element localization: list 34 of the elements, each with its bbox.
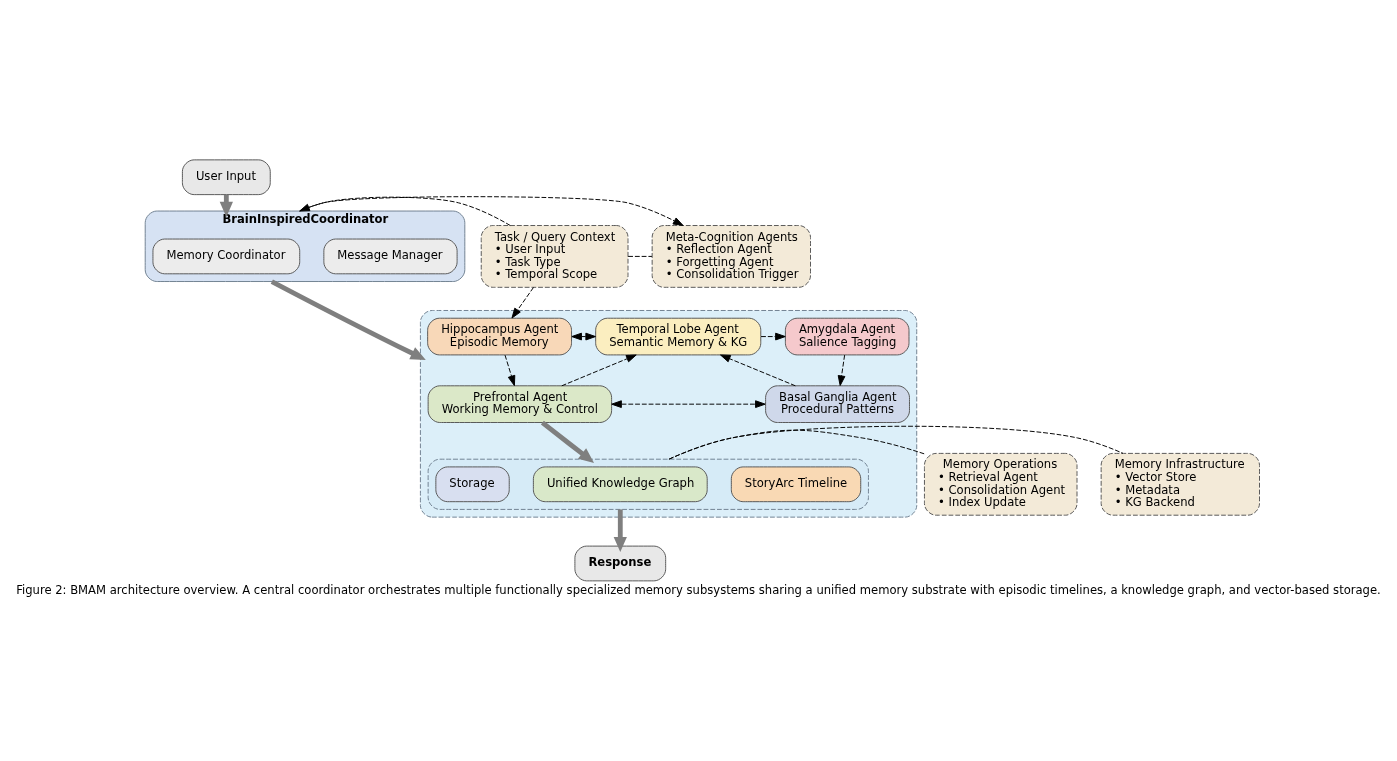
node-box: Memory Infrastructure • Vector Store • Metadata • KG Backend — [1100, 452, 1260, 516]
node-box: Memory Operations • Retrieval Agent • Consolidation Agent • Index Update — [923, 452, 1078, 516]
arrow — [720, 354, 796, 387]
node-box: Temporal Lobe Agent Semantic Memory & KG — [595, 317, 762, 356]
connector — [668, 429, 925, 460]
node-box: Unified Knowledge Graph — [532, 466, 708, 503]
arrow — [299, 196, 684, 226]
node-box: Basal Ganglia Agent Procedural Patterns — [765, 385, 910, 423]
node-box: Memory Coordinator — [152, 238, 301, 275]
node-box: Hippocampus Agent Episodic Memory — [427, 317, 572, 356]
node-box: Storage — [435, 466, 510, 503]
arrow — [760, 332, 786, 341]
node-box: StoryArc Timeline — [730, 466, 862, 503]
node-box: Response — [574, 545, 667, 582]
node-box: Task / Query Context • User Input • Task Type • Temporal Scope — [480, 225, 629, 288]
node-box: User Input — [181, 159, 271, 196]
arrow — [511, 286, 534, 319]
node-box: Amygdala Agent Salience Tagging — [784, 317, 910, 356]
arrow — [837, 354, 846, 387]
caption: Figure 2: BMAM architecture overview. A central coordinator orchestrates multiple functionally specialized memory subsystems sharing a unified memory substrate with episodic timelines, a knowledge graph, and vector-based storage. — [16, 582, 1381, 597]
arrow — [540, 420, 595, 463]
node-box: Meta-Cognition Agents • Reflection Agent • Forgetting Agent • Consolidation Trigger — [651, 225, 811, 288]
node-box: Prefrontal Agent Working Memory & Control — [427, 385, 613, 423]
connector — [668, 425, 1124, 460]
arrow — [504, 354, 516, 387]
cluster — [419, 310, 918, 518]
arrow — [561, 354, 637, 387]
arrow — [611, 400, 766, 409]
node-box: Message Manager — [323, 238, 458, 275]
arrow — [613, 509, 627, 553]
cluster — [427, 458, 869, 510]
arrow — [299, 196, 511, 226]
arrow — [270, 279, 426, 360]
connector — [627, 255, 653, 257]
